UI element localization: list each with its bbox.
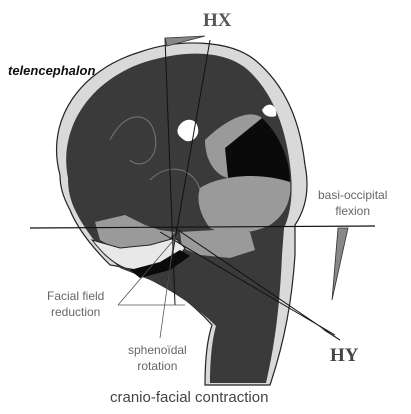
label-line: rotation	[128, 358, 187, 374]
label-line: reduction	[47, 304, 104, 320]
label-line: sphenoïdal	[128, 342, 187, 358]
label-sphenoidal: sphenoïdal rotation	[128, 342, 187, 374]
hy-angle-marker	[320, 328, 342, 342]
label-line: basi-occipital	[318, 187, 387, 203]
flexion-wedge-marker	[332, 228, 348, 300]
label-hx: HX	[203, 10, 232, 32]
label-facial-field: Facial field reduction	[47, 288, 104, 320]
label-line: Facial field	[47, 288, 104, 304]
label-line: flexion	[318, 203, 387, 219]
caption: cranio-facial contraction	[110, 389, 268, 406]
label-basi-occipital: basi-occipital flexion	[318, 187, 387, 219]
label-hy: HY	[330, 345, 359, 367]
label-telencephalon: telencephalon	[8, 63, 95, 78]
